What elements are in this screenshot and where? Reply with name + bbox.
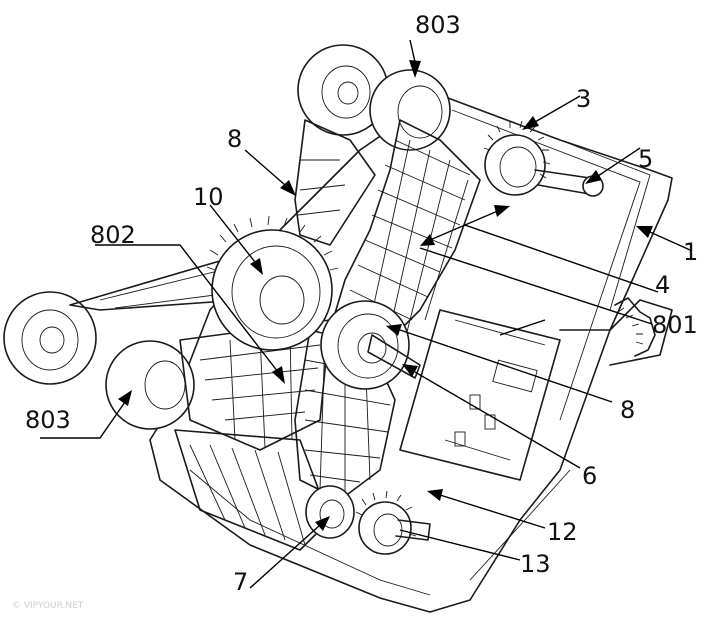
bottom-bed bbox=[174, 429, 331, 551]
top-roller bbox=[297, 44, 451, 151]
left-roller bbox=[3, 291, 195, 430]
label-4: 4 bbox=[655, 271, 670, 299]
housing-body bbox=[149, 94, 673, 613]
leader-lines bbox=[40, 39, 691, 589]
wheel-10 bbox=[206, 215, 339, 351]
watermark: © VIPYOUR.NET bbox=[12, 601, 84, 611]
label-5: 5 bbox=[638, 145, 653, 173]
label-6: 6 bbox=[582, 462, 597, 490]
central-pulley bbox=[320, 300, 421, 390]
label-803-top: 803 bbox=[415, 11, 461, 39]
gear-13 bbox=[355, 490, 431, 555]
label-802: 802 bbox=[90, 221, 136, 249]
label-8-mid: 8 bbox=[620, 396, 635, 424]
label-3: 3 bbox=[576, 85, 591, 113]
label-10: 10 bbox=[193, 183, 224, 211]
label-801: 801 bbox=[652, 311, 698, 339]
reference-labels: 803 3 5 8 1 10 802 4 801 8 6 803 12 13 7 bbox=[25, 11, 698, 596]
label-803-left: 803 bbox=[25, 406, 71, 434]
motor-box-6 bbox=[399, 309, 561, 481]
gear-3 bbox=[483, 120, 604, 197]
label-12: 12 bbox=[547, 518, 578, 546]
label-13: 13 bbox=[520, 550, 551, 578]
label-8-top: 8 bbox=[227, 125, 242, 153]
label-7: 7 bbox=[233, 568, 248, 596]
label-1: 1 bbox=[683, 238, 698, 266]
